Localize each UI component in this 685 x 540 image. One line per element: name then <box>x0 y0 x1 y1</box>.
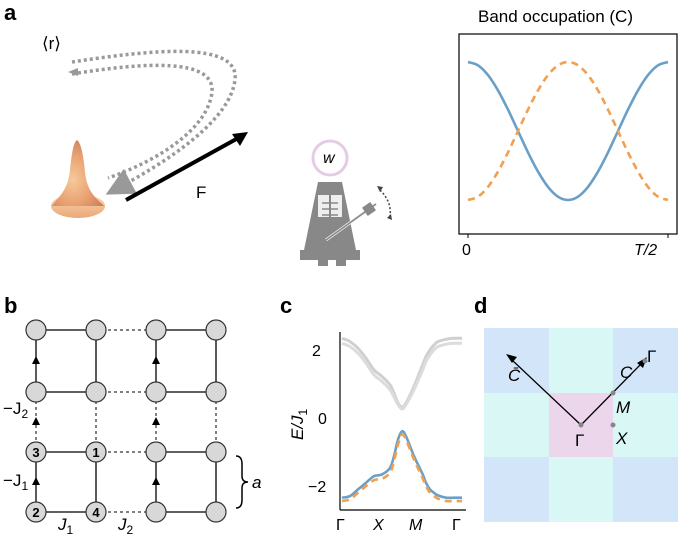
site-label: 4 <box>92 505 100 520</box>
c-label: C <box>620 363 633 382</box>
lattice-constant-brace <box>235 455 249 509</box>
lattice-site <box>85 441 107 463</box>
band-series-2 <box>341 429 462 500</box>
trajectory-arrowhead-icon <box>68 68 78 76</box>
lattice-site <box>145 441 167 463</box>
occupation-xtick-half-period: T/2 <box>634 242 657 259</box>
occupation-chart-title: Band occupation (C) <box>478 7 633 26</box>
bond-direction-arrow <box>32 477 40 485</box>
lattice-site <box>205 441 227 463</box>
band-structure-chart: 2 0 −2 Γ X M Γ E/J1 <box>288 332 466 534</box>
site-label: 2 <box>32 505 39 520</box>
position-trajectory-icon <box>71 49 237 195</box>
force-arrow-icon <box>125 135 241 202</box>
band-y-axis-label: E/J1 <box>288 408 310 440</box>
panel-a-letter: a <box>4 0 17 25</box>
lattice-diagram: 3 1 2 4 <box>25 319 227 523</box>
lattice-site <box>85 381 107 403</box>
band-xtick-gamma-1: Γ <box>336 517 345 534</box>
wavepacket-icon <box>51 140 105 218</box>
c-bar-label: C̄ <box>508 366 521 385</box>
x-point-marker <box>610 422 616 428</box>
lattice-site <box>25 319 47 341</box>
band-ytick-2: 2 <box>312 343 321 360</box>
neg-j2-label: −J2 <box>3 399 28 421</box>
panel-d-letter: d <box>474 293 487 318</box>
band-xtick-gamma-2: Γ <box>452 517 461 534</box>
bond-direction-arrow <box>152 356 160 364</box>
band-series-0 <box>341 336 463 409</box>
occupation-series-1 <box>467 60 669 202</box>
lattice-site <box>25 381 47 403</box>
occupation-xtick-0: 0 <box>462 242 471 259</box>
neg-j1-label: −J1 <box>3 471 28 493</box>
j2-label: J2 <box>117 515 134 537</box>
bond-direction-arrow <box>152 477 160 485</box>
band-occupation-chart: Band occupation (C) 0 T/2 <box>458 7 678 259</box>
metronome-icon <box>300 139 392 266</box>
band-ytick-neg2: −2 <box>308 479 326 496</box>
force-arrowhead-icon <box>232 132 248 146</box>
m-label: M <box>616 398 631 417</box>
coupling-labels: −J2 −J1 J1 J2 <box>3 399 134 537</box>
gamma-point-marker <box>578 422 584 428</box>
occupation-plot-frame <box>458 33 678 235</box>
metronome-frequency-label: w <box>323 150 336 167</box>
lattice-site <box>145 501 167 523</box>
site-label: 3 <box>32 445 39 460</box>
lattice-site <box>145 381 167 403</box>
bond-direction-arrow <box>32 356 40 364</box>
lattice-site <box>85 501 107 523</box>
c-bar-arrow <box>511 359 582 426</box>
bond-direction-arrow <box>152 417 160 425</box>
position-label: ⟨r⟩ <box>42 34 61 53</box>
band-series-1 <box>341 341 463 411</box>
lattice-constant-label: a <box>252 473 261 492</box>
gamma-label: Γ <box>575 431 584 450</box>
force-label: F <box>196 183 206 202</box>
lattice-site <box>25 441 47 463</box>
j1-label: J1 <box>57 515 74 537</box>
lattice-site <box>145 319 167 341</box>
bond-direction-arrow <box>32 417 40 425</box>
corner-gamma-label: Γ <box>647 347 656 366</box>
corner-gamma-marker <box>642 358 648 364</box>
band-ytick-0: 0 <box>318 411 327 428</box>
lattice-site <box>25 501 47 523</box>
panel-b-letter: b <box>4 293 17 318</box>
brillouin-zone-diagram <box>484 328 678 522</box>
m-point-marker <box>610 390 616 396</box>
occupation-series-0 <box>467 60 669 202</box>
lattice-site <box>85 319 107 341</box>
band-series-3 <box>341 433 462 503</box>
lattice-site <box>205 501 227 523</box>
band-xtick-m: M <box>409 517 423 534</box>
panel-c-letter: c <box>280 293 292 318</box>
lattice-site <box>205 319 227 341</box>
x-label: X <box>615 429 628 448</box>
lattice-site <box>205 381 227 403</box>
c-bar-arrowhead <box>506 354 517 363</box>
band-xtick-x: X <box>372 517 385 534</box>
site-label: 1 <box>92 445 99 460</box>
